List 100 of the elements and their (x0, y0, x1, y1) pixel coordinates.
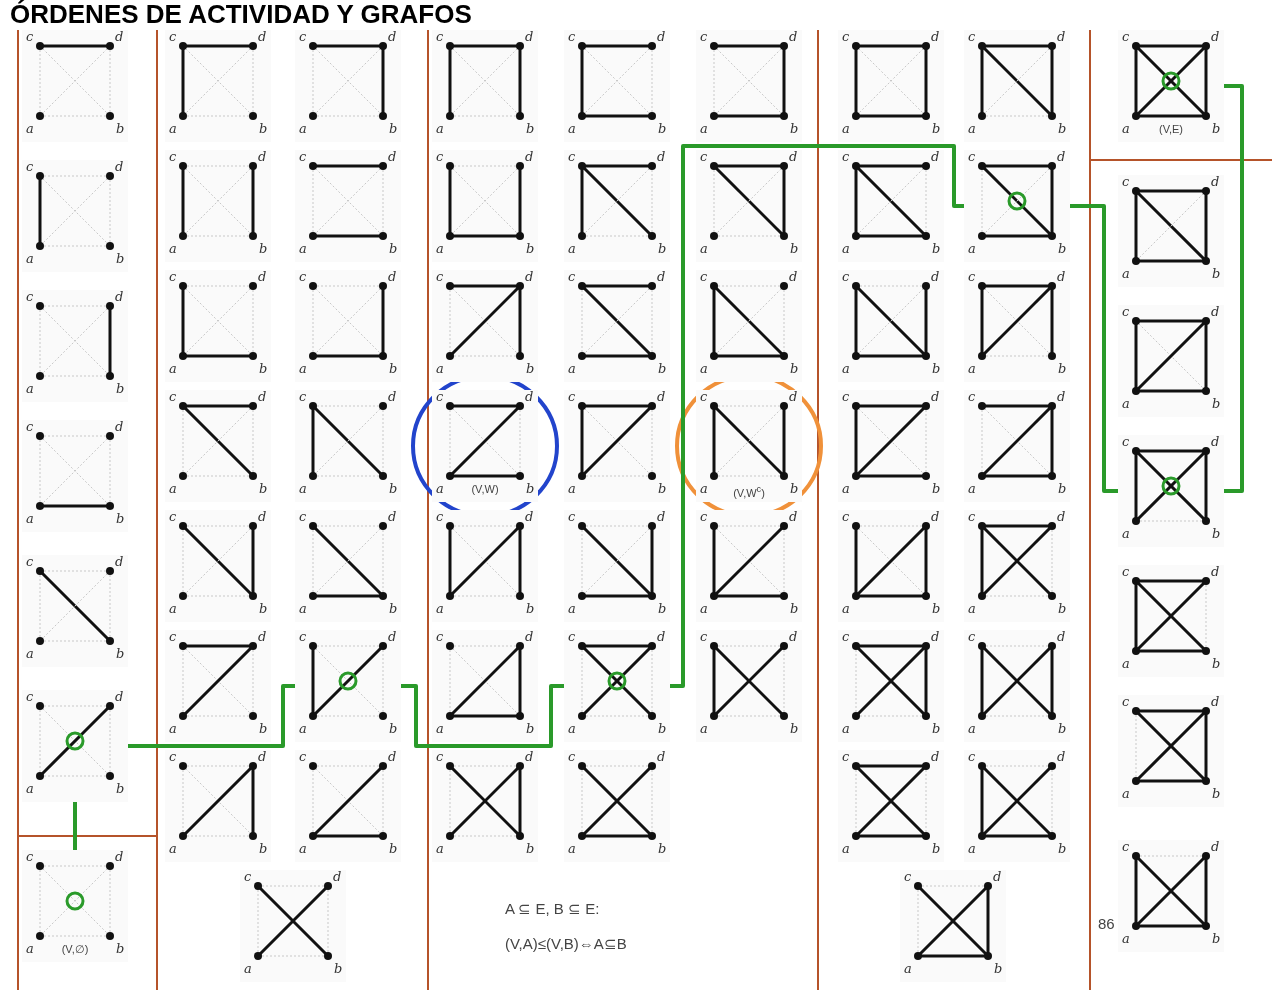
vertex-label: c (436, 510, 444, 524)
vertex-label: d (789, 30, 798, 44)
vertex-label: b (1058, 602, 1067, 616)
vertex-label: d (1211, 695, 1220, 709)
vertex-label: d (931, 390, 940, 404)
vertex-label: c (1122, 175, 1130, 189)
vertex-label: a (26, 382, 34, 396)
vertex-label: d (258, 390, 267, 404)
vertex-label: b (932, 242, 941, 256)
vertex-label: b (1058, 242, 1067, 256)
vertex-label: c (169, 30, 177, 44)
vertex-label: d (525, 510, 534, 524)
vertex-label: d (388, 390, 397, 404)
vertex-label: b (259, 482, 268, 496)
vertex-label: d (258, 150, 267, 164)
vertex-label: c (299, 510, 307, 524)
vertex-label: d (789, 390, 798, 404)
vertex-label: d (388, 630, 397, 644)
vertex-label: b (658, 842, 667, 856)
vertex-label: c (842, 390, 850, 404)
vertex-label: b (116, 122, 125, 136)
vertex-label: d (789, 630, 798, 644)
vertex-label: a (568, 482, 576, 496)
vertex-label: a (299, 722, 307, 736)
vertex-label: c (968, 30, 976, 44)
graph-caption: (V,E) (1157, 123, 1184, 136)
vertex-label: a (436, 242, 444, 256)
vertex-label: a (436, 842, 444, 856)
vertex-label: c (568, 750, 576, 764)
vertex-label: a (169, 242, 177, 256)
vertex-label: a (700, 602, 708, 616)
formula-text: (V,A)≤(V,B)⇔A⊆B (505, 935, 627, 953)
vertex-label: a (568, 602, 576, 616)
vertex-label: a (26, 512, 34, 526)
vertex-label: a (26, 942, 34, 956)
vertex-label: a (436, 602, 444, 616)
vertex-label: c (968, 510, 976, 524)
vertex-label: c (1122, 30, 1130, 44)
path-line (1224, 84, 1244, 493)
vertex-label: b (1212, 932, 1221, 946)
vertex-label: d (657, 150, 666, 164)
vertex-label: b (1058, 722, 1067, 736)
vertex-label: b (1212, 787, 1221, 801)
vertex-label: a (299, 122, 307, 136)
path-line (73, 802, 77, 850)
vertex-label: b (526, 482, 535, 496)
vertex-label: a (842, 722, 850, 736)
vertex-label: c (700, 510, 708, 524)
vertex-label: d (1211, 30, 1220, 44)
vertex-label: c (842, 150, 850, 164)
vertex-label: d (115, 690, 124, 704)
vertex-label: c (26, 850, 34, 864)
vertex-label: b (389, 722, 398, 736)
vertex-label: a (299, 602, 307, 616)
vertex-label: a (436, 122, 444, 136)
vertex-label: b (334, 962, 343, 976)
vertex-label: b (526, 242, 535, 256)
vertex-label: d (1057, 630, 1066, 644)
vertex-label: d (1057, 750, 1066, 764)
vertex-label: b (259, 362, 268, 376)
vertex-label: a (968, 722, 976, 736)
vertex-label: b (790, 602, 799, 616)
vertex-label: a (842, 482, 850, 496)
vertex-label: b (932, 722, 941, 736)
vertex-label: b (116, 382, 125, 396)
vertex-label: b (658, 482, 667, 496)
vertex-label: b (526, 842, 535, 856)
vertex-label: d (115, 850, 124, 864)
vertex-label: b (259, 602, 268, 616)
vertex-label: c (568, 150, 576, 164)
path-line (1070, 204, 1118, 493)
vertex-label: d (1211, 565, 1220, 579)
vertex-label: b (1212, 267, 1221, 281)
vertex-label: b (932, 602, 941, 616)
page-number: 86 (1098, 915, 1115, 932)
vertex-label: a (1122, 122, 1130, 136)
vertex-label: c (968, 750, 976, 764)
vertex-label: b (1058, 362, 1067, 376)
vertex-label: c (568, 390, 576, 404)
vertex-label: a (244, 962, 252, 976)
vertex-label: a (842, 242, 850, 256)
vertex-label: c (568, 630, 576, 644)
vertex-label: b (1058, 842, 1067, 856)
vertex-label: d (657, 510, 666, 524)
vertex-label: b (116, 782, 125, 796)
vertex-label: a (968, 362, 976, 376)
vertex-label: a (842, 362, 850, 376)
vertex-label: b (526, 122, 535, 136)
vertex-label: c (299, 390, 307, 404)
vertex-label: c (568, 510, 576, 524)
vertex-label: c (169, 390, 177, 404)
vertex-label: b (790, 122, 799, 136)
vertex-label: b (389, 482, 398, 496)
vertex-label: c (169, 270, 177, 284)
vertex-label: d (1211, 305, 1220, 319)
vertex-label: c (299, 630, 307, 644)
vertex-label: b (389, 842, 398, 856)
vertex-label: c (26, 30, 34, 44)
vertex-label: c (169, 630, 177, 644)
vertex-label: c (436, 150, 444, 164)
